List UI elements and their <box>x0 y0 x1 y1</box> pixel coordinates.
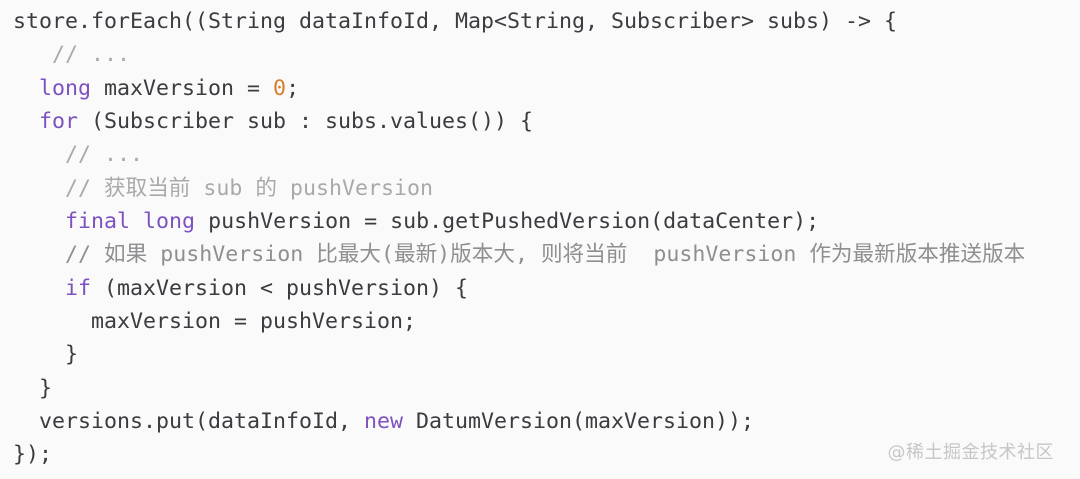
code-token-code <box>13 276 65 301</box>
watermark-juejin: @稀土掘金技术社区 <box>887 442 1054 463</box>
code-line: // ... <box>13 38 1080 71</box>
code-line: final long pushVersion = sub.getPushedVe… <box>13 205 1080 238</box>
code-token-code: } <box>13 375 53 401</box>
code-line: if (maxVersion < pushVersion) { <box>13 272 1080 305</box>
code-line: }); <box>13 438 1080 471</box>
code-line: } <box>13 372 1080 405</box>
code-line: // 如果 pushVersion 比最大(最新)版本大, 则将当前 pushV… <box>13 238 1080 271</box>
code-line: versions.put(dataInfoId, new DatumVersio… <box>13 405 1080 438</box>
code-token-code: (Subscriber sub : subs.values()) { <box>78 109 534 135</box>
code-token-code: } <box>13 342 79 368</box>
code-token-comment: // 获取当前 sub 的 pushVersion <box>13 175 433 201</box>
code-token-code: versions.put(dataInfoId, <box>13 409 365 435</box>
code-line: } <box>13 338 1080 371</box>
code-token-keyword: long <box>39 75 92 101</box>
code-token-code: pushVersion = sub.getPushedVersion(dataC… <box>195 209 820 235</box>
code-token-comment: // ... <box>13 142 144 168</box>
code-token-code <box>130 209 143 234</box>
code-line: maxVersion = pushVersion; <box>13 305 1080 338</box>
code-line: long maxVersion = 0; <box>13 72 1080 105</box>
code-token-comment2: // 如果 pushVersion 比最大(最新)版本大, 则将当前 pushV… <box>13 242 1026 268</box>
code-line: // 获取当前 sub 的 pushVersion <box>13 172 1080 205</box>
code-token-comment: // ... <box>13 42 131 68</box>
code-line: // ... <box>13 138 1080 171</box>
code-token-keyword: final <box>65 209 131 235</box>
code-token-code: maxVersion = <box>91 75 274 101</box>
code-token-keyword: if <box>65 275 92 301</box>
code-token-code: maxVersion = pushVersion; <box>13 309 417 335</box>
code-token-code <box>13 109 39 134</box>
code-token-code: }); <box>13 442 53 468</box>
code-token-code: store.forEach((String dataInfoId, Map<St… <box>13 9 898 34</box>
code-token-code: ; <box>286 75 300 101</box>
code-token-keyword: long <box>143 209 196 235</box>
code-token-code: DatumVersion(maxVersion)); <box>403 409 755 435</box>
code-token-code <box>13 209 65 234</box>
code-line: store.forEach((String dataInfoId, Map<St… <box>13 5 1080 38</box>
code-token-keyword: new <box>364 409 404 435</box>
code-line: for (Subscriber sub : subs.values()) { <box>13 105 1080 138</box>
code-token-number: 0 <box>273 75 287 101</box>
code-token-keyword: for <box>39 109 79 135</box>
code-token-code <box>13 76 39 101</box>
code-token-code: (maxVersion < pushVersion) { <box>91 275 469 301</box>
